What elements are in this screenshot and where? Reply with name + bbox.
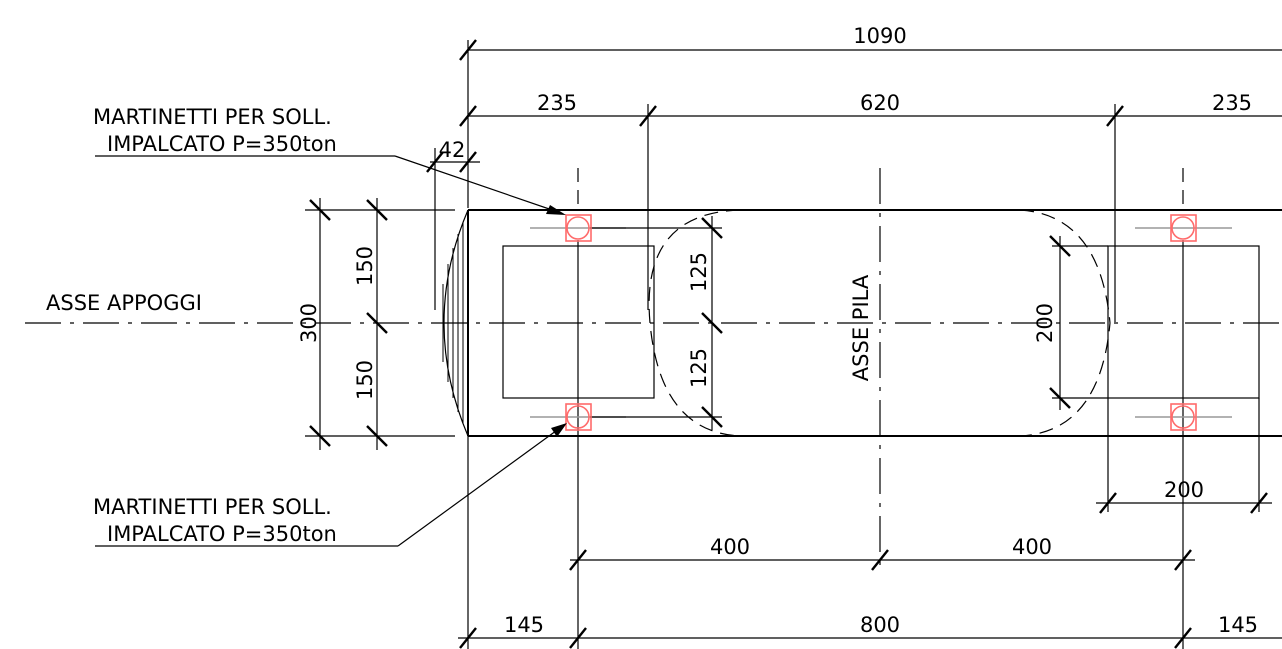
- dim-bearing-depth: 200: [1033, 235, 1108, 410]
- dim-middle-span-text: 620: [860, 91, 900, 115]
- jack-top-right: [1170, 214, 1197, 242]
- dim-end-offset: 42: [426, 138, 480, 310]
- dim-axis-to-pier-right-text: 400: [1012, 535, 1052, 559]
- jacks-bottom-label-line2: IMPALCATO P=350ton: [107, 522, 337, 546]
- pier-outline: [443, 209, 1282, 437]
- dim-left-cantilever-text: 235: [537, 91, 577, 115]
- jacks-top-label-line2: IMPALCATO P=350ton: [107, 132, 337, 156]
- pier-axis: ASSE PILA: [849, 168, 881, 570]
- bearing-axis-label: ASSE APPOGGI: [46, 291, 202, 315]
- pier-axis-label: ASSE PILA: [849, 274, 873, 381]
- dim-bearing-width-text: 200: [1164, 478, 1204, 502]
- jacks-bottom-label-line1: MARTINETTI PER SOLL.: [93, 495, 332, 519]
- dim-bearing-width: 200: [1096, 398, 1272, 514]
- dim-total-length: 1090: [459, 24, 1282, 208]
- jacks-top-label-line1: MARTINETTI PER SOLL.: [93, 105, 332, 129]
- dim-bottom-middle-text: 800: [860, 613, 900, 637]
- dim-end-offset-text: 42: [439, 138, 466, 162]
- dim-span-chain: 235 620 235: [459, 91, 1282, 322]
- dim-right-cantilever-text: 235: [1212, 91, 1252, 115]
- dim-half-width-top-text: 150: [353, 246, 377, 286]
- dim-total-length-text: 1090: [853, 24, 906, 48]
- dim-bottom-chain: 145 800 145: [458, 436, 1282, 649]
- dim-width-chain: 300 150 150: [297, 198, 455, 450]
- dim-jack-offset-top-text: 125: [687, 252, 711, 292]
- right-bearing-plate: [1107, 245, 1260, 399]
- dim-jack-offset: 125 125: [590, 216, 723, 430]
- leader-jacks-top: MARTINETTI PER SOLL. IMPALCATO P=350ton: [93, 105, 566, 215]
- jack-bottom-right: [1170, 403, 1197, 431]
- pier-section-dashed: [648, 209, 1111, 437]
- leader-jacks-bottom: MARTINETTI PER SOLL. IMPALCATO P=350ton: [93, 423, 567, 547]
- dim-bottom-left-text: 145: [504, 613, 544, 637]
- dim-jack-offset-bottom-text: 125: [687, 348, 711, 388]
- dim-axis-to-pier: 400 400: [569, 535, 1195, 571]
- dim-axis-to-pier-left-text: 400: [710, 535, 750, 559]
- left-bearing-plate: [502, 245, 655, 399]
- jack-top-left: [565, 214, 592, 242]
- dim-bearing-depth-text: 200: [1033, 303, 1057, 343]
- dim-half-width-bottom-text: 150: [353, 360, 377, 400]
- dim-bottom-right-text: 145: [1218, 613, 1258, 637]
- jack-axes: [577, 168, 1184, 649]
- jack-bottom-left: [565, 403, 592, 431]
